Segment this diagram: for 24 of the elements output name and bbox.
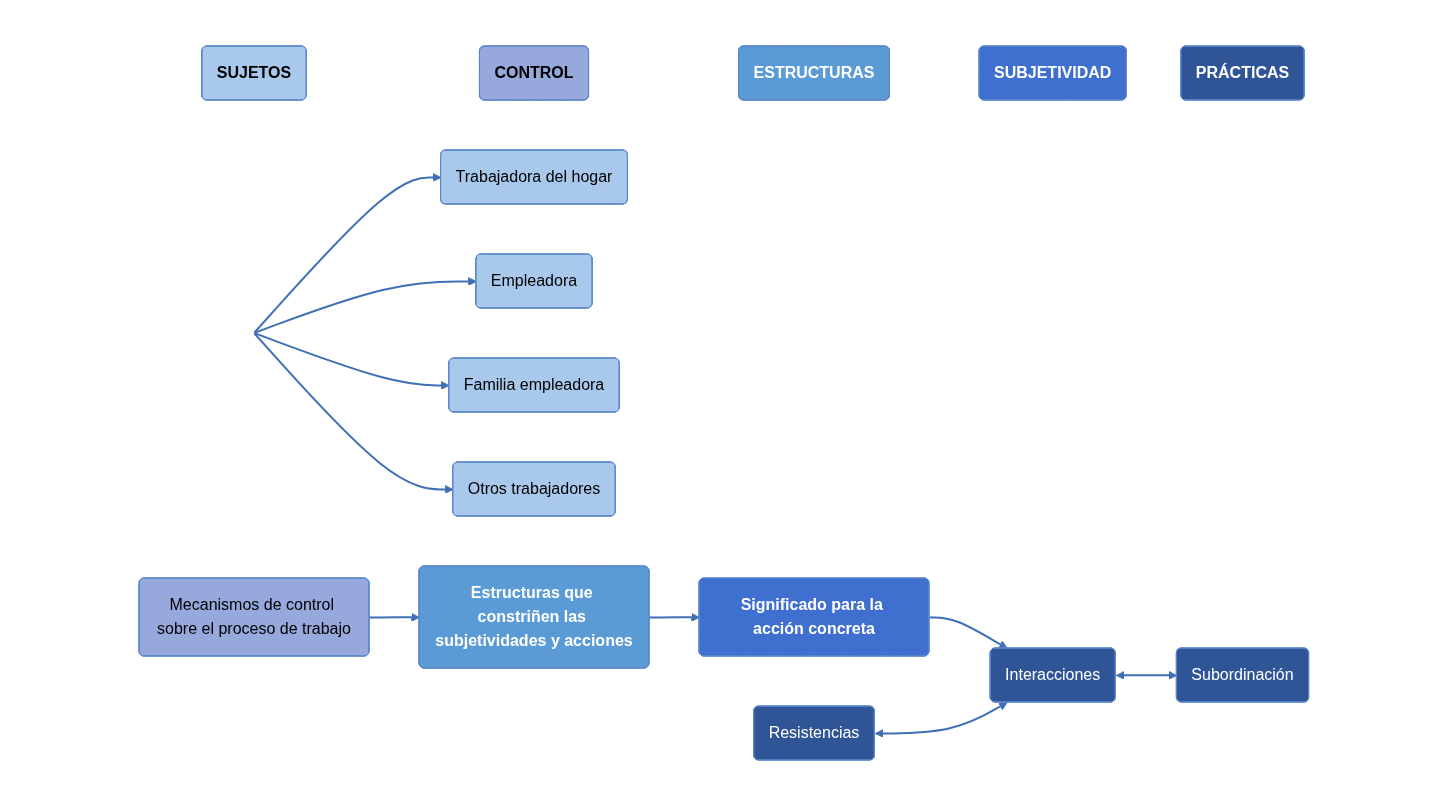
arrow bbox=[928, 616, 1008, 649]
process-box: Estructuras que constriñen las subjetividades y acciones bbox=[418, 565, 650, 669]
column-header-box: SUJETOS bbox=[201, 45, 307, 101]
column-header-box: ESTRUCTURAS bbox=[738, 45, 891, 101]
arrow bbox=[253, 173, 442, 334]
arrow bbox=[875, 702, 1008, 738]
process-box: Subordinación bbox=[1176, 647, 1310, 703]
column-header-box: SUBJETIVIDAD bbox=[978, 45, 1128, 101]
process-box: Resistencias bbox=[753, 705, 875, 761]
process-box: Familia empleadora bbox=[448, 357, 620, 413]
process-box: Significado para la acción concreta bbox=[698, 577, 930, 657]
arrow bbox=[648, 612, 701, 622]
process-box: Trabajadora del hogar bbox=[440, 149, 629, 205]
process-box: Interacciones bbox=[989, 647, 1116, 703]
arrow bbox=[1115, 670, 1178, 680]
process-box: Otros trabajadores bbox=[452, 461, 616, 517]
arrow bbox=[253, 277, 477, 334]
column-header-box: PRÁCTICAS bbox=[1180, 45, 1305, 101]
process-box: Empleadora bbox=[475, 253, 593, 309]
arrow bbox=[253, 332, 454, 494]
arrow bbox=[368, 612, 421, 622]
column-header-box: CONTROL bbox=[479, 45, 590, 101]
arrow bbox=[253, 332, 450, 390]
process-box: Mecanismos de control sobre el proceso de trabajo bbox=[138, 577, 370, 657]
